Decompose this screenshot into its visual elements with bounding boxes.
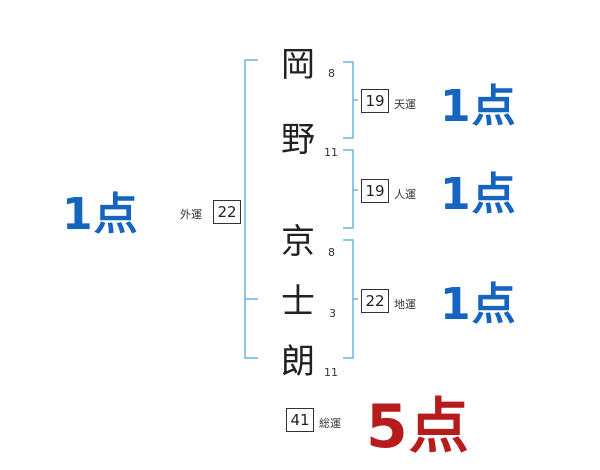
jinun-bracket [343,149,354,229]
souun-label: 総運 [319,417,341,430]
stroke-count-4: 3 [329,307,336,320]
souun-value: 41 [286,408,314,432]
stroke-count-3: 8 [328,246,335,259]
gaiun-score: 1点 [62,189,139,240]
jinun-label: 人運 [394,188,416,201]
souun-score: 5点 [366,392,470,462]
stroke-count-2: 11 [324,146,338,159]
tenun-label: 天運 [394,98,416,111]
chiun-bracket [343,239,354,359]
stroke-count-5: 11 [324,366,338,379]
gaiun-value: 22 [213,200,241,224]
gaiun-bracket [244,59,258,359]
jinun-score: 1点 [440,169,517,220]
chiun-label: 地運 [394,298,416,311]
jinun-value: 19 [361,179,389,203]
gaiun-label: 外運 [180,208,202,221]
name-char-5: 朗 [281,342,315,382]
name-char-2: 野 [281,120,315,160]
name-char-3: 京 [281,222,315,262]
name-char-4: 士 [281,282,315,322]
chiun-value: 22 [361,289,389,313]
stroke-count-1: 8 [328,67,335,80]
chiun-score: 1点 [440,279,517,330]
tenun-value: 19 [361,89,389,113]
tenun-score: 1点 [440,81,517,132]
tenun-bracket [343,61,354,139]
name-char-1: 岡 [281,45,315,85]
